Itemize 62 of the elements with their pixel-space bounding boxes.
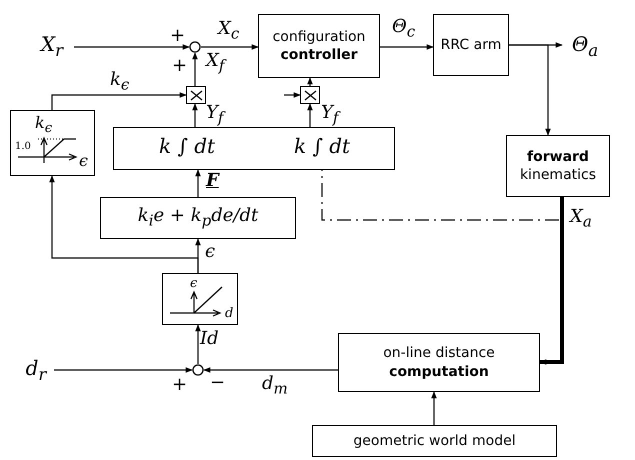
arrow	[203, 367, 338, 373]
arrow	[380, 44, 434, 50]
edge-label: X$_{f}$	[206, 52, 224, 74]
edge-label: k$_{ϵ}$	[110, 71, 130, 93]
arrow	[192, 103, 198, 127]
math-label: d$_{r}$	[26, 354, 46, 386]
process-box	[506, 135, 610, 197]
sign-label: −	[210, 374, 226, 392]
math-label: Θ$_{a}$	[572, 30, 598, 62]
edge-label: Y$_{f}$	[206, 104, 224, 126]
sign-label: +	[170, 27, 186, 45]
summing-junction	[189, 41, 201, 53]
arrow	[307, 103, 313, 127]
edge-label: F	[206, 172, 219, 190]
edge-label: d$_{m}$	[262, 375, 288, 397]
arrow	[284, 92, 301, 98]
edge-label: X$_{a}$	[570, 208, 592, 230]
math-label: k ∫ dt	[294, 134, 350, 158]
integrator-box	[113, 127, 395, 170]
arrow	[201, 44, 259, 50]
arrow	[74, 44, 190, 50]
block-label: on-line distance computation	[382, 344, 496, 381]
block-label: forward kinematics	[518, 148, 598, 184]
block-label: geometric world model	[353, 432, 516, 450]
edge-label: Θ$_{c}$	[392, 18, 416, 40]
math-label: k$_{i}$e + k$_{p}$de/dt	[138, 204, 258, 232]
process-box	[312, 425, 557, 457]
dash-dot-line	[321, 170, 563, 221]
block-label: RRC arm	[440, 36, 502, 54]
arrow	[431, 391, 437, 425]
arrow	[54, 367, 193, 373]
edge-label: Id	[200, 330, 219, 348]
edge-label: Y$_{f}$	[321, 104, 338, 126]
summing-junction	[192, 364, 204, 376]
arrow	[195, 324, 201, 364]
axis-value: 1.0	[15, 141, 31, 152]
arrow	[192, 52, 198, 86]
math-label: k ∫ dt	[159, 134, 216, 158]
arrow	[49, 175, 199, 273]
arrow	[539, 197, 564, 365]
math-label: X$_{r}$	[40, 30, 64, 62]
edge-label: X$_{c}$	[218, 20, 240, 42]
multiplier-block	[300, 86, 320, 104]
arrow	[509, 44, 551, 136]
process-box	[338, 333, 540, 392]
process-box	[433, 14, 509, 76]
math-label: ϵ	[190, 276, 198, 291]
process-box	[258, 14, 380, 78]
arrow	[307, 77, 313, 86]
arrow	[195, 169, 201, 197]
gain-function-box	[10, 110, 95, 176]
block-label: configuration controller	[272, 28, 366, 64]
sign-label: +	[172, 57, 188, 75]
edge-label: ϵ	[205, 243, 216, 261]
multiplier-block	[186, 86, 206, 104]
math-label: ϵ	[79, 151, 88, 170]
math-label: k$_{ϵ}$	[35, 113, 52, 136]
dead-zone-box	[162, 273, 238, 325]
arrow	[51, 92, 187, 110]
process-box	[100, 197, 296, 239]
math-label: d	[225, 306, 234, 321]
sign-label: +	[172, 376, 188, 394]
